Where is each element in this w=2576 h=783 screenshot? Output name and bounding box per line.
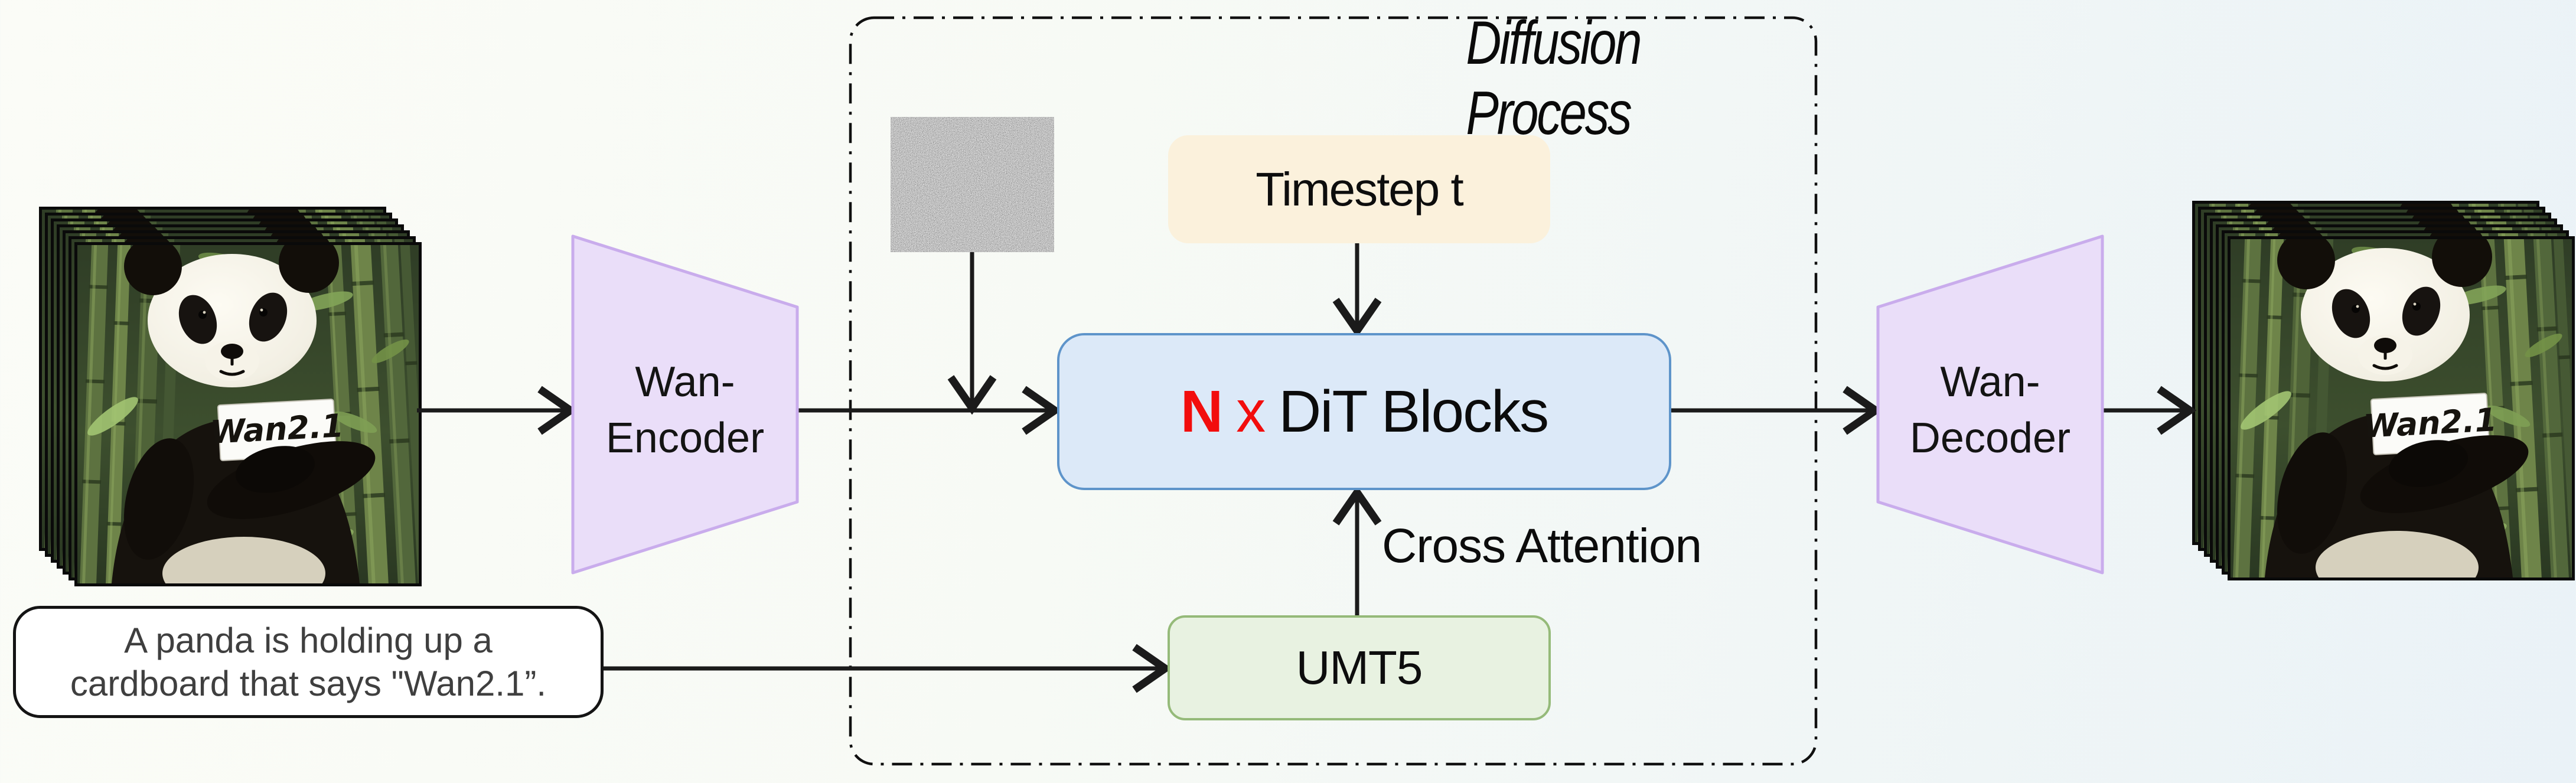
- wan-encoder-line2: Encoder: [605, 415, 765, 462]
- arrow-dit-to-decoder: [1671, 386, 1883, 435]
- timestep-label: Timestep t: [1256, 162, 1463, 216]
- input-video-frames: Wan2.1: [39, 207, 429, 596]
- wan-decoder-line1: Wan-: [1940, 358, 2040, 406]
- panda-ear: [2432, 239, 2492, 287]
- cross-attention-label: Cross Attention: [1382, 519, 1702, 573]
- wan-encoder-shape: [571, 234, 799, 575]
- panda-eye-patch: [249, 292, 288, 342]
- noise-image: [891, 117, 1054, 252]
- dit-blocks-box: N x DiT Blocks: [1057, 333, 1671, 490]
- panda-ear: [2277, 239, 2335, 289]
- dit-times: x: [1236, 378, 1266, 445]
- arrow-prompt-to-umt5: [604, 644, 1172, 693]
- panda-eye-patch: [2402, 286, 2441, 336]
- video-frame: Wan2.1: [74, 242, 422, 586]
- panda-eye-patch: [2332, 289, 2370, 338]
- arrow-timestep-to-dit: [1332, 243, 1382, 338]
- wan-decoder-shape: [1876, 234, 2104, 575]
- arrow-frames-to-encoder: [417, 386, 578, 435]
- panda-frame-image: Wan2.1: [77, 245, 419, 583]
- wan-encoder-line1: Wan-: [635, 358, 735, 406]
- wan-decoder-label: Wan- Decoder: [1875, 354, 2105, 466]
- prompt-line2: cardboard that says "Wan2.1”.: [70, 664, 547, 703]
- panda-paw: [236, 446, 315, 493]
- arrow-decoder-to-frames: [2102, 386, 2197, 435]
- dit-label: DiT Blocks: [1279, 378, 1549, 445]
- panda-nose: [2374, 338, 2396, 353]
- arrow-encoder-to-dit: [797, 386, 1062, 435]
- panda-nose: [221, 344, 243, 359]
- panda-paw: [2389, 440, 2468, 487]
- prompt-line1: A panda is holding up a: [124, 621, 493, 660]
- dit-multiplier: N: [1180, 378, 1223, 445]
- prompt-text-box: A panda is holding up a cardboard that s…: [13, 606, 604, 718]
- video-frame: Wan2.1: [2228, 236, 2575, 580]
- panda-head: [2301, 248, 2470, 381]
- arrow-umt5-to-dit: [1332, 485, 1382, 615]
- panda-frame-image: Wan2.1: [2231, 239, 2572, 578]
- arrow-noise-to-latent: [947, 252, 997, 415]
- wan-decoder-line2: Decoder: [1909, 415, 2071, 462]
- panda-ear: [124, 245, 182, 295]
- panda: Wan2.1: [2265, 239, 2529, 578]
- wan-encoder-label: Wan- Encoder: [573, 354, 797, 466]
- panda-head: [148, 254, 317, 387]
- umt5-box: UMT5: [1168, 615, 1551, 720]
- panda-ear: [279, 245, 339, 293]
- timestep-box: Timestep t: [1168, 135, 1550, 243]
- diffusion-process-title: Diffusion Process: [1466, 8, 1642, 148]
- panda: Wan2.1: [112, 245, 376, 583]
- umt5-label: UMT5: [1296, 641, 1423, 694]
- panda-eye-patch: [178, 295, 217, 344]
- output-video-frames: Wan2.1: [2192, 201, 2576, 590]
